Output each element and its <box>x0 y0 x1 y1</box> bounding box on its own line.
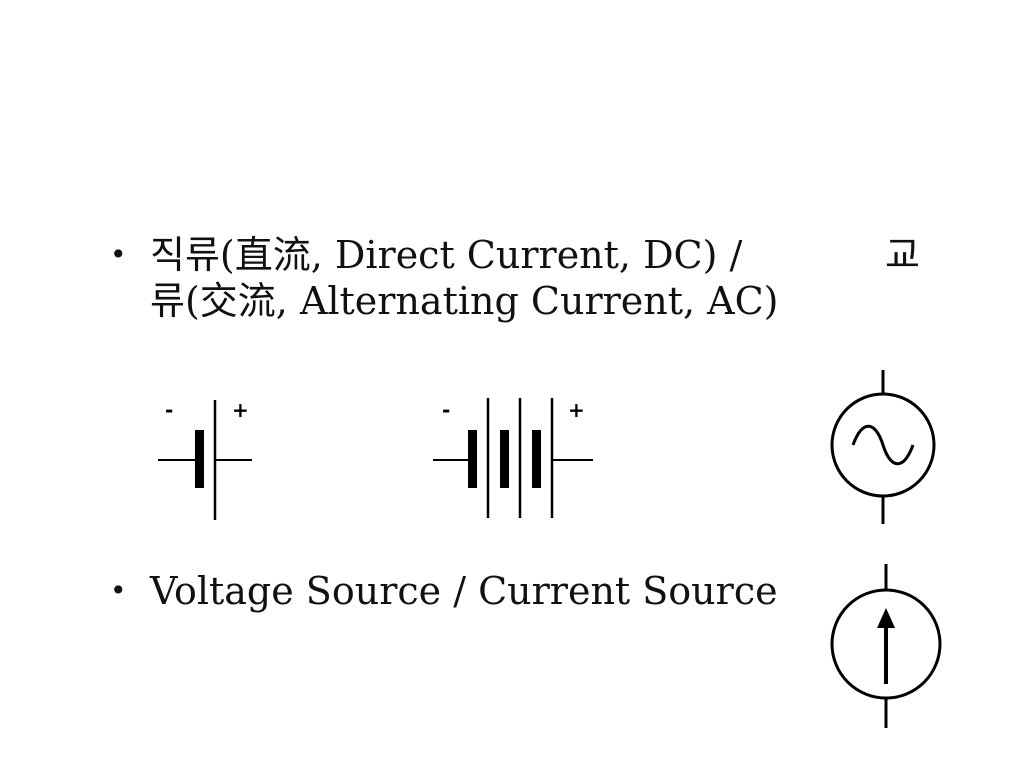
battery-plus-sign: + <box>232 398 249 422</box>
ac-source-symbol <box>830 370 936 524</box>
battery-negative-plate-3 <box>532 430 541 488</box>
battery-minus-sign: - <box>165 398 173 422</box>
battery-plus-sign: + <box>568 398 585 422</box>
bullet-marker: • <box>110 238 127 271</box>
bullet-text-line2: 류(交流, Alternating Current, AC) <box>150 279 779 323</box>
sine-wave-icon <box>851 424 915 466</box>
battery-negative-plate-2 <box>500 430 509 488</box>
bullet-text-line1: 직류(直流, Direct Current, DC) / <box>150 233 743 277</box>
battery-single-cell-symbol: - + <box>158 398 252 520</box>
battery-negative-plate-1 <box>468 430 477 488</box>
battery-negative-plate <box>195 430 204 488</box>
bullet-text-line1-tail: 교 <box>885 233 920 277</box>
battery-multi-cell-symbol: - + <box>433 398 593 518</box>
arrow-head <box>877 608 895 628</box>
battery-minus-sign: - <box>442 398 450 422</box>
bullet-text-line1: Voltage Source / Current Source <box>150 569 778 613</box>
bullet-marker: • <box>110 574 127 607</box>
current-source-symbol <box>830 564 942 728</box>
